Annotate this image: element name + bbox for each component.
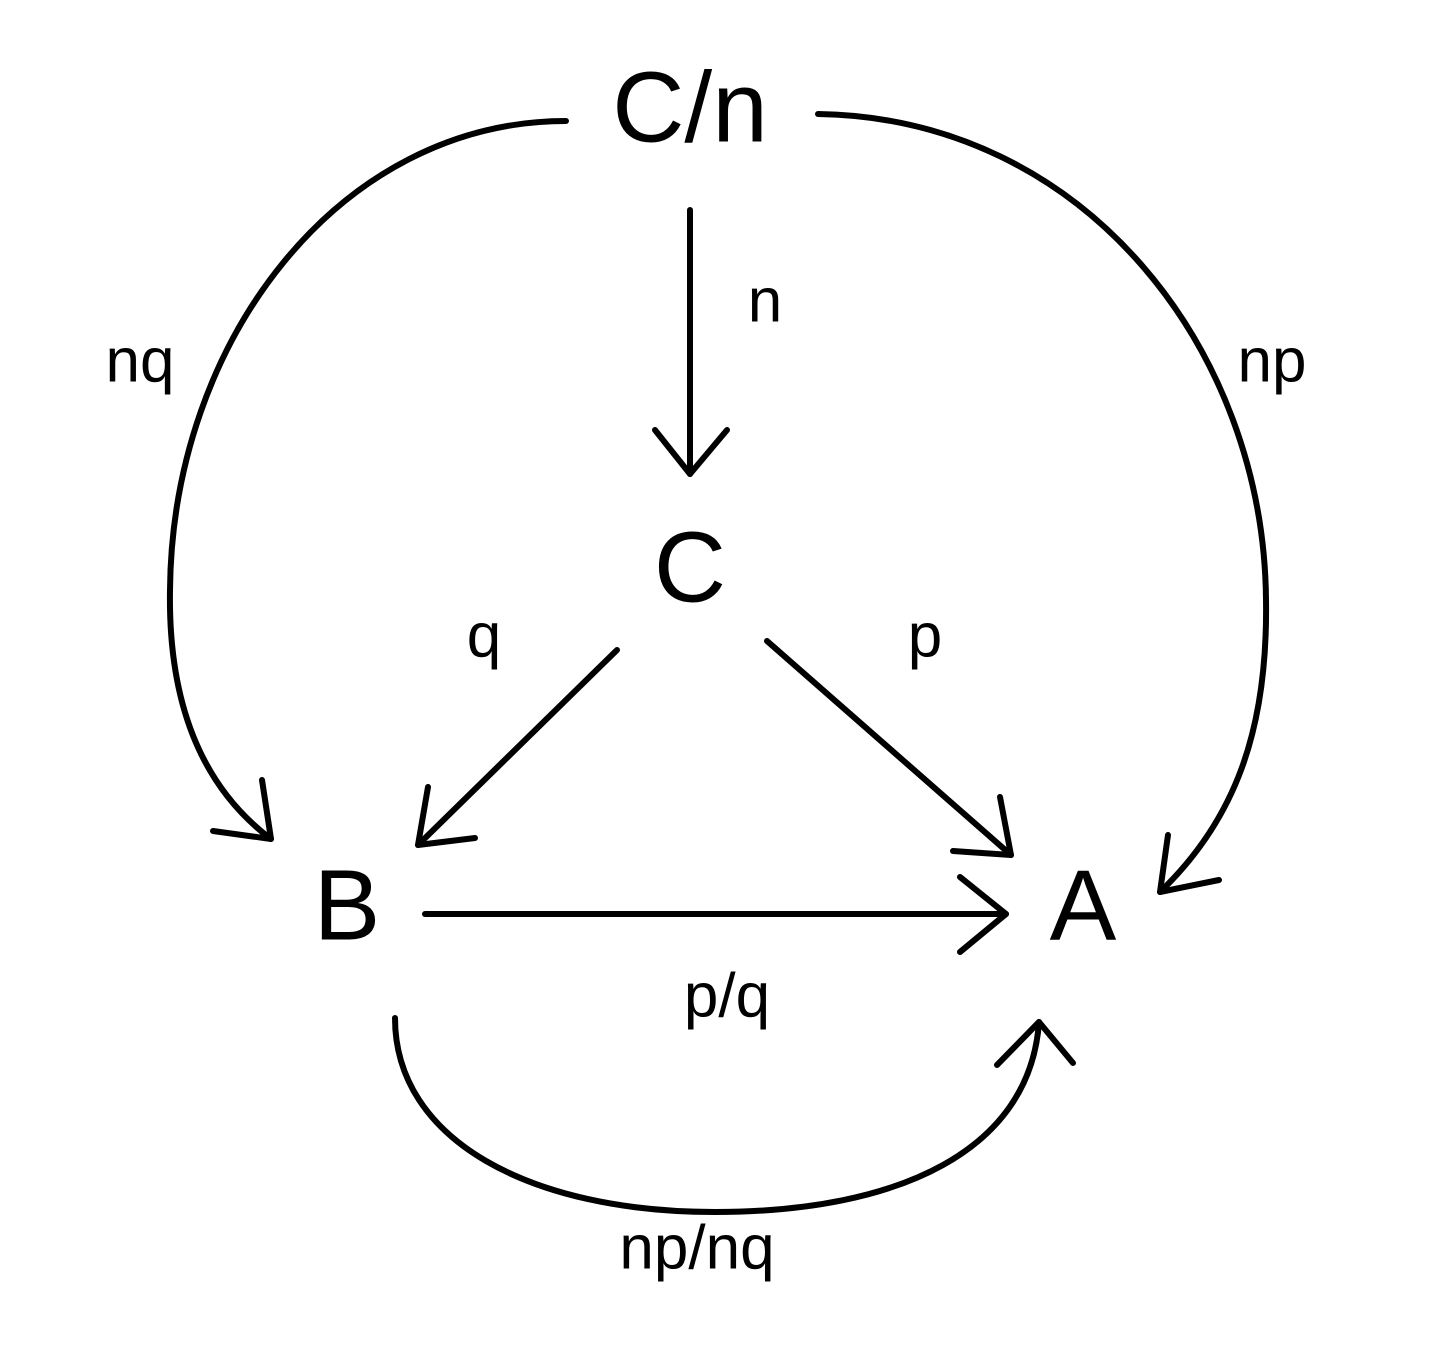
edge-label-nq: nq [106,326,175,395]
edge-label-n: n [748,266,782,335]
arrow-cn-to-c [652,207,730,477]
edge-label-np-over-nq: np/nq [619,1213,774,1282]
node-b: B [314,849,381,961]
arrow-c-to-a [764,638,1014,858]
arrow-b-to-a [422,874,1009,955]
edge-label-np: np [1238,326,1307,395]
node-c: C [654,511,726,623]
edge-label-p-over-q: p/q [684,961,770,1030]
arrow-c-to-b [415,647,620,848]
arrow-cn-to-a-curved [815,111,1270,895]
arrow-cn-to-b-curved [166,118,569,842]
edge-label-p: p [908,601,942,670]
edge-label-q: q [467,601,501,670]
node-a: A [1050,849,1117,961]
arrow-b-to-a-curved-bottom [392,1015,1076,1215]
node-c-over-n: C/n [612,51,768,163]
